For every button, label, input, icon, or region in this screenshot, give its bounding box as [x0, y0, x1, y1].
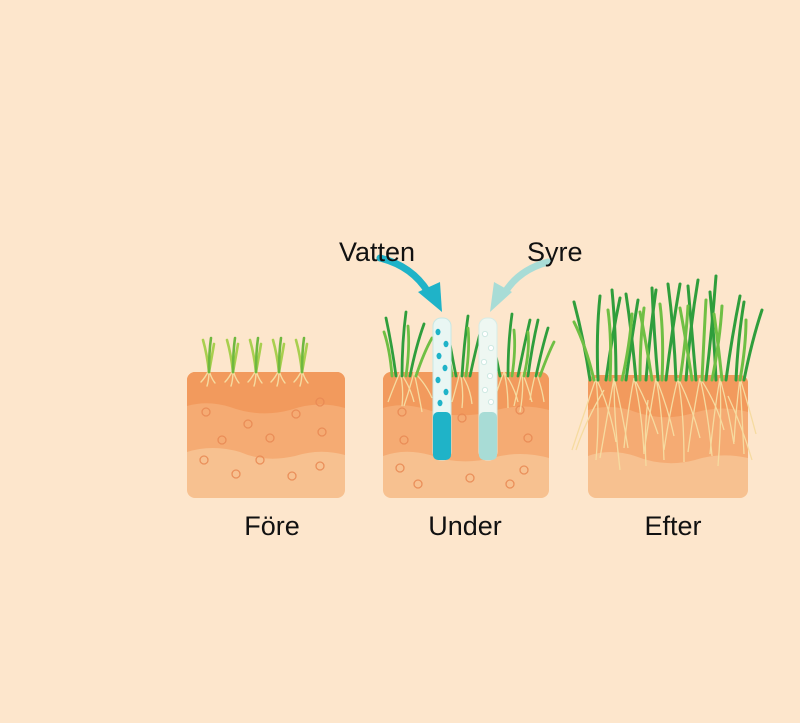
grass-during — [382, 310, 556, 378]
water-arrow-head — [418, 282, 442, 312]
grass-before — [200, 336, 309, 387]
water-channel — [432, 317, 452, 461]
soil-block-during — [383, 372, 549, 498]
oxygen-arrow-head — [490, 282, 512, 312]
soil-block-before — [187, 372, 345, 498]
roots-after — [571, 377, 757, 471]
label-after: Efter — [644, 511, 702, 541]
roots-during — [387, 371, 545, 413]
oxygen-channel — [478, 317, 498, 461]
air-bubble-icon — [480, 330, 495, 406]
water-arrow-icon — [376, 254, 432, 296]
label-water: Vatten — [339, 237, 416, 267]
label-oxygen: Syre — [527, 237, 583, 267]
grass-after — [572, 274, 764, 382]
label-before: Före — [244, 511, 300, 541]
water-drop-icon — [435, 328, 449, 407]
label-during: Under — [428, 511, 502, 541]
